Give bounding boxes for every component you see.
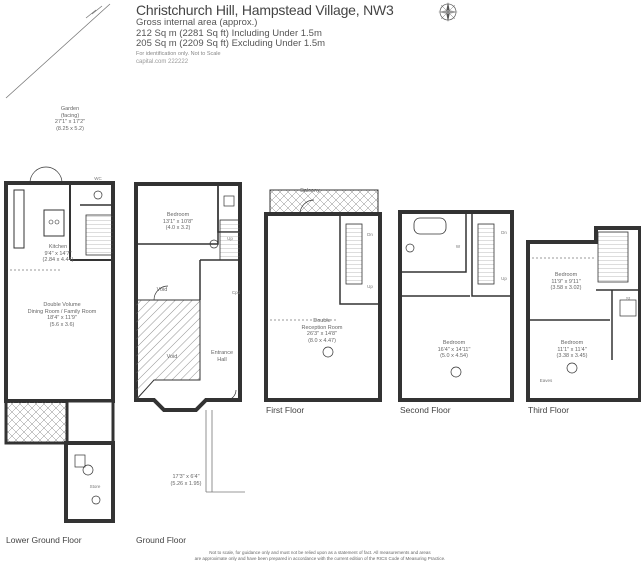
bedroom-second-name: Bedroom [442, 340, 466, 346]
bedroom-third-a-label: Bedroom 11'9" x 9'11" (3.58 x 3.02) [551, 272, 582, 292]
sf-up-label: Up [501, 276, 507, 281]
lg-store-label: Store [89, 484, 101, 489]
garden-dims: 27'1" x 17'2" [54, 119, 86, 125]
bedroom-second-metric: (5.0 x 4.54) [440, 353, 468, 359]
kitchen-metric: (2.84 x 4.44) [42, 257, 74, 263]
area-including: 212 Sq m (2281 Sq ft) Including Under 1.… [136, 27, 322, 39]
frontage-dims: 17'3" x 6'4" [172, 474, 200, 480]
reception-label: Double Reception Room 26'3" x 14'8" (8.0… [302, 318, 343, 344]
ff-dn-label: Dn [367, 232, 373, 237]
first-floor-plan [264, 189, 382, 402]
double-volume-sub: Dining Room / Family Room [27, 308, 97, 315]
sf-dn-label: Dn [501, 230, 507, 235]
footer-disclaimer: Not to scale, for guidance only and must… [150, 550, 490, 562]
garden-boundary [5, 3, 111, 99]
bedroom-third-b-metric: (3.38 x 3.45) [556, 353, 588, 359]
sf-w-label: W [455, 244, 461, 249]
kitchen-name: Kitchen [48, 244, 68, 250]
garden-sub: (facing) [60, 112, 80, 119]
floor-label-ground: Ground Floor [136, 535, 187, 545]
double-volume-dims: 18'4" x 11'9" [47, 315, 77, 321]
bedroom-second-dims: 16'4" x 14'11" [437, 346, 471, 353]
entrance-hall-label: Entrance Hall [211, 350, 233, 363]
footer-line-1: Not to scale, for guidance only and must… [209, 550, 431, 555]
kitchen-dims: 9'4" x 14'7" [44, 250, 72, 257]
footer-line-2: are approximate only and have been prepa… [194, 556, 446, 561]
void-small-label: Void [156, 287, 168, 293]
floor-label-third: Third Floor [528, 405, 570, 415]
lower-ground-floor-plan [4, 166, 115, 523]
frontage-label: 17'3" x 6'4" (5.26 x 1.95) [171, 474, 202, 487]
kitchen-label: Kitchen 9'4" x 14'7" (2.84 x 4.44) [43, 244, 74, 264]
page-title: Christchurch Hill, Hampstead Village, NW… [136, 2, 394, 18]
garden-name: Garden [60, 106, 80, 112]
bedroom-third-a-dims: 11'9" x 9'11" [551, 278, 581, 285]
entrance-hall-name: Entrance [210, 350, 234, 356]
tf-eaves-label: Eaves [539, 378, 553, 383]
reference: capital.com 222222 [136, 58, 189, 65]
gf-cpd-label: Cpd [231, 290, 241, 295]
compass-icon [438, 2, 458, 22]
bedroom-ground-label: Bedroom 13'1" x 10'8" (4.0 x 3.2) [163, 212, 193, 232]
floor-label-second: Second Floor [400, 405, 451, 415]
reception-sub: Reception Room [301, 324, 343, 331]
balcony-label: Balcony [300, 188, 320, 194]
gia-label: Gross internal area (approx.) [136, 17, 258, 28]
bedroom-third-b-label: Bedroom 11'1" x 11'4" (3.38 x 3.45) [557, 340, 588, 360]
entrance-hall-sub: Hall [217, 356, 227, 363]
header: Christchurch Hill, Hampstead Village, NW… [136, 2, 436, 65]
frontage-metric: (5.26 x 1.95) [170, 480, 202, 487]
ground-floor-plan [134, 182, 245, 493]
bedroom-ground-name: Bedroom [166, 212, 190, 218]
bedroom-second-label: Bedroom 16'4" x 14'11" (5.0 x 4.54) [438, 340, 471, 360]
floor-label-first: First Floor [266, 405, 305, 415]
bedroom-third-b-name: Bedroom [560, 340, 584, 346]
second-floor-plan [398, 210, 514, 402]
area-excluding: 205 Sq m (2209 Sq ft) Excluding Under 1.… [136, 38, 326, 49]
double-volume-name: Double Volume [43, 302, 81, 308]
bedroom-ground-metric: (4.0 x 3.2) [165, 225, 191, 231]
tf-st-label: St [625, 296, 631, 301]
reception-name: Double [313, 318, 331, 324]
floor-label-lower-ground: Lower Ground Floor [6, 535, 82, 545]
lg-wc-label: WC [94, 176, 102, 181]
reception-dims: 26'3" x 14'8" [306, 331, 338, 337]
bedroom-ground-dims: 13'1" x 10'8" [162, 218, 194, 225]
double-volume-metric: (5.6 x 3.6) [49, 321, 75, 328]
bedroom-third-a-name: Bedroom [554, 272, 578, 278]
bedroom-third-b-dims: 11'1" x 11'4" [557, 346, 587, 353]
ff-up-label: Up [367, 284, 373, 289]
third-floor-plan [526, 226, 641, 402]
double-volume-label: Double Volume Dining Room / Family Room … [28, 302, 97, 328]
disclaimer-short: For identification only. Not to Scale [136, 50, 221, 57]
reception-metric: (8.0 x 4.47) [308, 337, 336, 344]
gf-up-label: Up [227, 236, 233, 241]
garden-label: Garden (facing) 27'1" x 17'2" (8.25 x 5.… [55, 106, 85, 132]
garden-metric: (8.25 x 5.2) [56, 125, 84, 132]
bedroom-third-a-metric: (3.58 x 3.02) [550, 285, 582, 291]
void-large-label: Void [166, 354, 178, 360]
